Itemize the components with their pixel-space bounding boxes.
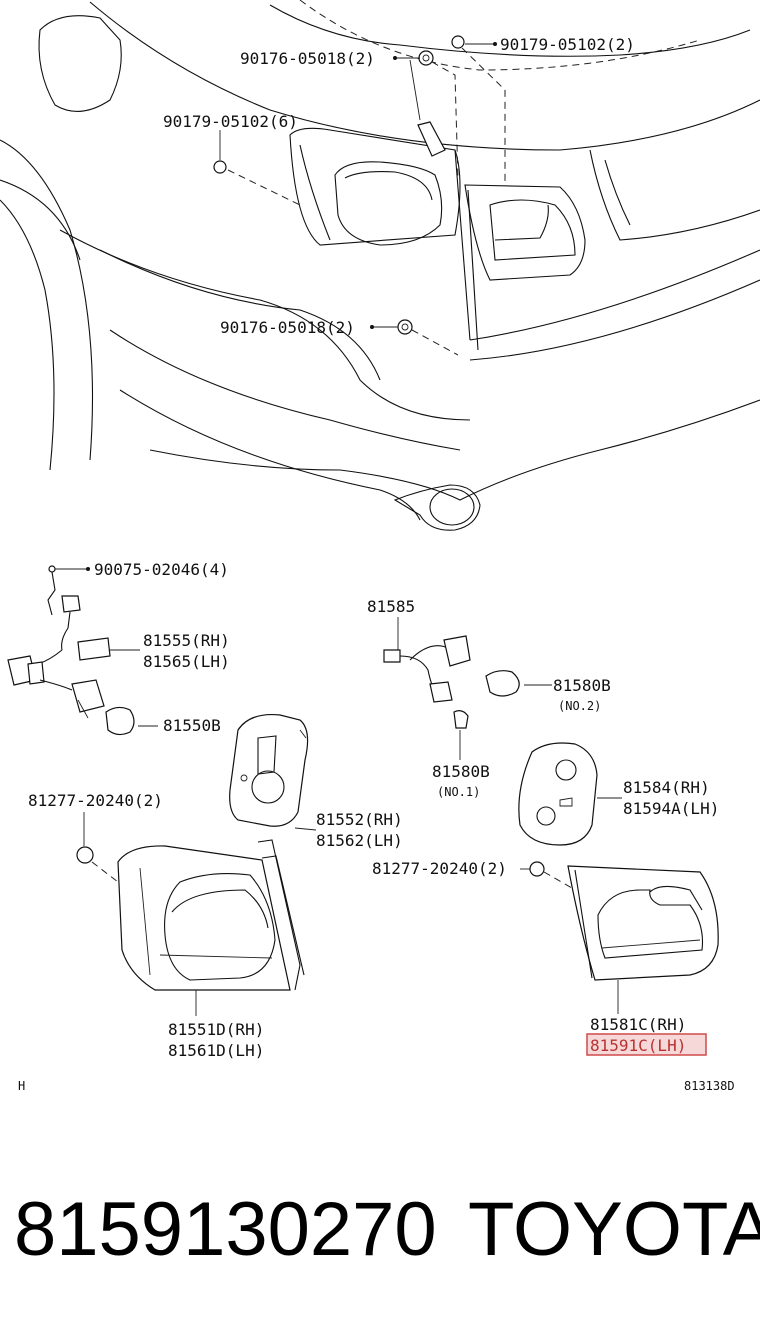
body-fasteners [213, 35, 465, 335]
callout-81277-20240-left: 81277-20240(2) [28, 791, 163, 810]
callout-81580b-no2: 81580B [553, 676, 611, 695]
callout-81550b: 81550B [163, 716, 221, 735]
footer-caption: 8159130270 TOYOTA [0, 1180, 760, 1280]
highlight-box [586, 1033, 707, 1056]
lamp-gasket-outer [229, 713, 317, 831]
callout-81594a-lh: 81594A(LH) [623, 799, 719, 818]
callout-81584-rh: 81584(RH) [623, 778, 710, 797]
callout-90179-05102-top: 90179-05102(2) [500, 35, 635, 54]
callout-90176-05018-top: 90176-05018(2) [240, 49, 375, 68]
callout-81555-rh: 81555(RH) [143, 631, 230, 650]
callout-90075-02046: 90075-02046(4) [94, 560, 229, 579]
top-leader-lines [219, 42, 506, 356]
nut-icon [418, 50, 434, 66]
callout-81552-rh: 81552(RH) [316, 810, 403, 829]
callout-81551d-rh: 81551D(RH) [168, 1020, 264, 1039]
callout-81562-lh: 81562(LH) [316, 831, 403, 850]
socket-and-wire-rh [383, 617, 552, 760]
footer-part-number: 8159130270 [14, 1187, 437, 1272]
socket-and-wire-lh [7, 565, 158, 736]
nut-icon [451, 35, 465, 49]
callout-81565-lh: 81565(LH) [143, 652, 230, 671]
nut-icon [213, 160, 227, 174]
parts-diagram: 90176-05018(2) 90179-05102(2) 90179-0510… [0, 0, 760, 1093]
callout-90176-05018-lower: 90176-05018(2) [220, 318, 355, 337]
inner-tail-lamp [567, 865, 719, 1014]
callout-81580b-no1: 81580B [432, 762, 490, 781]
clip-icon [529, 861, 545, 877]
callout-81581c-rh: 81581C(RH) [590, 1015, 686, 1034]
nut-icon [397, 319, 413, 335]
clip-icon [76, 846, 94, 864]
outer-tail-lamp [117, 839, 305, 1016]
lamp-gasket-inner [518, 742, 622, 846]
callout-81277-20240-right: 81277-20240(2) [372, 859, 507, 878]
diagram-code: 813138D [684, 1079, 735, 1093]
callout-81591c-lh-highlighted[interactable]: 81591C(LH) [590, 1036, 686, 1055]
diagram-corner-label: H [18, 1079, 25, 1093]
footer-brand: TOYOTA [468, 1187, 760, 1272]
callout-81585: 81585 [367, 597, 415, 616]
vehicle-rear-illustration [0, 0, 760, 531]
callout-no1-label: (NO.1) [437, 785, 480, 799]
callout-90179-05102-side: 90179-05102(6) [163, 112, 298, 131]
callout-no2-label: (NO.2) [558, 699, 601, 713]
callout-81561d-lh: 81561D(LH) [168, 1041, 264, 1060]
